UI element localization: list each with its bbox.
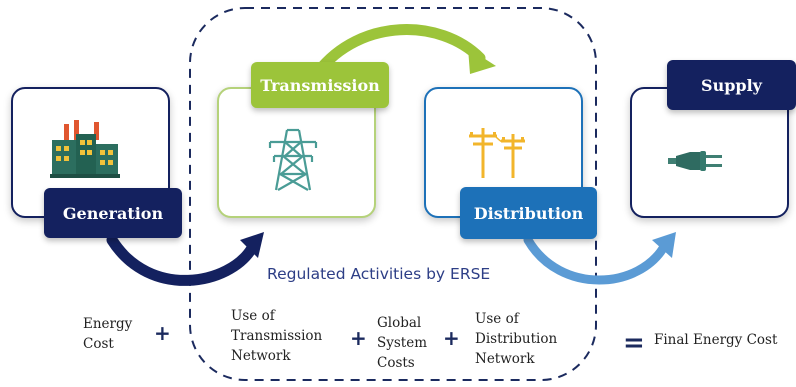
equals-operator: = xyxy=(623,328,645,358)
global-system-costs-term: Global System Costs xyxy=(377,315,428,371)
transmission-label: Transmission xyxy=(251,62,389,108)
energy-cost-term: Energy Cost xyxy=(83,316,133,352)
distribution-arrowhead xyxy=(652,232,676,258)
distribution-label: Distribution xyxy=(460,187,597,239)
transmission-tower-icon xyxy=(268,128,318,191)
distribution-network-use-term: Use of Distribution Network xyxy=(475,311,558,367)
distribution-to-supply-arrow xyxy=(523,235,670,285)
transmission-to-distribution-arrow xyxy=(312,24,486,78)
generation-label: Generation xyxy=(44,188,182,238)
electric-plug-icon xyxy=(668,151,722,171)
regulated-activities-caption: Regulated Activities by ERSE xyxy=(267,265,491,283)
final-energy-cost-term: Final Energy Cost xyxy=(654,332,778,348)
generation-to-transmission-arrow xyxy=(106,234,258,286)
plus-operator-1: + xyxy=(154,321,171,345)
plus-operator-3: + xyxy=(443,326,460,350)
transmission-arrowhead xyxy=(468,48,496,74)
factory-icon xyxy=(50,120,120,178)
utility-poles-icon xyxy=(469,128,525,178)
plus-operator-2: + xyxy=(350,326,367,350)
generation-arrowhead xyxy=(240,232,264,258)
transmission-network-use-term: Use of Transmission Network xyxy=(231,308,323,364)
supply-label: Supply xyxy=(667,60,796,110)
